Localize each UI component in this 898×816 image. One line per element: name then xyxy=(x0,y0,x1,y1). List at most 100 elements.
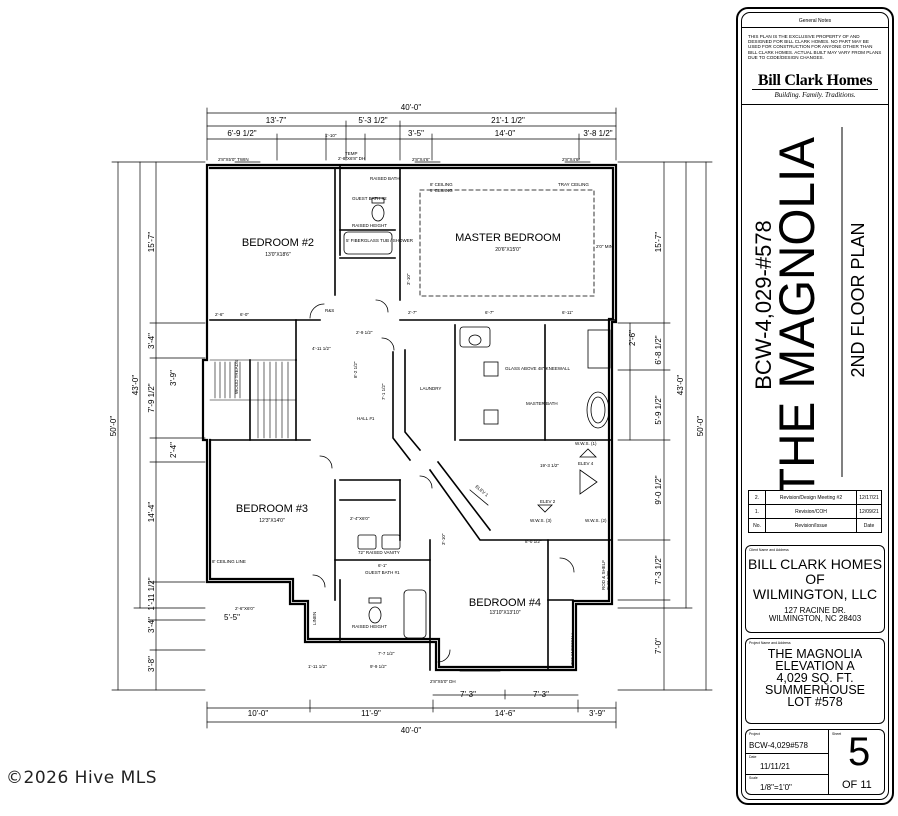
exterior-walls xyxy=(201,163,618,672)
table-row: 2. Revision/Design Meeting #2 12/17/21 xyxy=(748,490,882,505)
project-line3: 4,029 SQ. FT. xyxy=(776,671,854,685)
svg-text:LAUNDRY: LAUNDRY xyxy=(420,386,441,391)
svg-text:72" RAISED VANITY: 72" RAISED VANITY xyxy=(358,550,400,555)
svg-text:2'0" MIN.: 2'0" MIN. xyxy=(596,244,614,249)
svg-text:2'-8"X6'8" DH: 2'-8"X6'8" DH xyxy=(338,156,365,161)
svg-text:7'-0": 7'-0" xyxy=(654,638,663,654)
svg-text:MASTER BATH: MASTER BATH xyxy=(526,401,558,406)
bedroom4-size: 13'10"X13'10" xyxy=(489,610,520,616)
watermark: ©2026 Hive MLS xyxy=(6,768,158,788)
bedroom3-label: BEDROOM #3 xyxy=(236,503,308,515)
svg-text:2'-4": 2'-4" xyxy=(169,442,178,458)
sheet-title-rotated: BCW-4,029-#578 THE MAGNOLIA 2ND FLOOR PL… xyxy=(751,127,868,490)
svg-text:40'-0": 40'-0" xyxy=(401,103,422,112)
svg-text:10'-0": 10'-0" xyxy=(248,709,269,718)
revision-table: 2. Revision/Design Meeting #2 12/17/21 1… xyxy=(748,490,882,533)
svg-text:W.W.S. (2): W.W.S. (2) xyxy=(585,518,607,523)
svg-text:7'-7 1/2": 7'-7 1/2" xyxy=(378,651,395,656)
brand-underline xyxy=(752,89,878,90)
svg-text:2'-7": 2'-7" xyxy=(408,310,417,315)
svg-text:50'-0": 50'-0" xyxy=(696,416,705,437)
svg-text:3'-10": 3'-10" xyxy=(441,533,446,545)
svg-text:43'-0": 43'-0" xyxy=(131,375,140,396)
svg-text:14'-4": 14'-4" xyxy=(147,502,156,523)
svg-text:19'-3 1/2": 19'-3 1/2" xyxy=(540,463,559,468)
master-bedroom-size: 20'6"X15'0" xyxy=(495,247,521,253)
svg-text:ROD & SHELF: ROD & SHELF xyxy=(601,560,606,590)
sheet-total: OF 11 xyxy=(842,779,872,791)
svg-text:2'8"X4'6": 2'8"X4'6" xyxy=(412,157,430,162)
project-line2: ELEVATION A xyxy=(775,659,855,673)
svg-text:6'-0": 6'-0" xyxy=(240,312,249,317)
top-dimension-lines xyxy=(111,107,713,729)
svg-text:3'-8 1/2": 3'-8 1/2" xyxy=(583,129,612,138)
windows xyxy=(234,161,591,672)
tray-ceiling-outline xyxy=(419,189,595,297)
room-labels: BEDROOM #2 13'0"X18'6" MASTER BEDROOM 20… xyxy=(236,232,561,616)
svg-text:6'-11": 6'-11" xyxy=(562,310,574,315)
svg-text:6'-1": 6'-1" xyxy=(378,563,387,568)
svg-text:2'-6": 2'-6" xyxy=(215,312,224,317)
title-block-inner xyxy=(741,12,889,800)
sheet-date: 11/11/21 xyxy=(760,762,790,771)
svg-text:7'-3": 7'-3" xyxy=(460,690,476,699)
client-line3: WILMINGTON, LLC xyxy=(752,586,878,602)
dimension-labels: 40'-0" 13'-7" 5'-3 1/2" 21'-1 1/2" 6'-9 … xyxy=(109,103,705,735)
general-notes-title: General Notes xyxy=(798,18,832,24)
svg-text:3'-4": 3'-4" xyxy=(147,617,156,633)
svg-text:ELEV 4: ELEV 4 xyxy=(578,461,594,466)
sheet-scale: 1/8"=1'0" xyxy=(760,783,792,792)
brand-tagline: Building. Family. Traditions. xyxy=(774,91,856,99)
svg-text:6'-8 1/2": 6'-8 1/2" xyxy=(654,335,663,364)
svg-text:11'-9": 11'-9" xyxy=(361,709,381,718)
svg-text:14'-0": 14'-0" xyxy=(495,129,516,138)
svg-text:RAISED HEIGHT: RAISED HEIGHT xyxy=(352,624,387,629)
svg-text:6'-9 1/2": 6'-9 1/2" xyxy=(227,129,256,138)
svg-text:7'-3": 7'-3" xyxy=(533,690,549,699)
fixture-labels: GUEST BATH #2 RAISED HEIGHT 5' FIBERGLAS… xyxy=(212,151,614,684)
project-box: Project Name and Address THE MAGNOLIA EL… xyxy=(745,638,885,724)
svg-text:8'-2 1/2": 8'-2 1/2" xyxy=(353,361,358,378)
svg-text:21'-1 1/2": 21'-1 1/2" xyxy=(491,116,525,125)
svg-text:5'-9 1/2": 5'-9 1/2" xyxy=(654,395,663,424)
svg-text:4'-11 1/2": 4'-11 1/2" xyxy=(312,346,331,351)
svg-text:2'-4"X6'0": 2'-4"X6'0" xyxy=(350,516,370,521)
svg-text:14'-6": 14'-6" xyxy=(495,709,516,718)
svg-text:ELEV 2: ELEV 2 xyxy=(540,499,556,504)
sheet-number: 5 xyxy=(848,730,871,774)
svg-text:TEMP: TEMP xyxy=(345,151,358,156)
svg-text:6'-11 1/2": 6'-11 1/2" xyxy=(606,571,611,590)
svg-text:R&S: R&S xyxy=(325,308,334,313)
project-line5: LOT #578 xyxy=(787,695,843,709)
svg-text:WOOD TREADS: WOOD TREADS xyxy=(234,360,239,394)
svg-text:TRAY CEILING: TRAY CEILING xyxy=(558,182,589,187)
bedroom4-label: BEDROOM #4 xyxy=(469,597,541,609)
svg-text:5' FIBERGLASS TUB / SHOWER: 5' FIBERGLASS TUB / SHOWER xyxy=(346,238,414,243)
client-line2: OF xyxy=(805,571,825,587)
sheet-info-box: Project BCW-4,029#578 Date 11/11/21 Scal… xyxy=(745,729,885,795)
brand-logo-text: Bill Clark Homes xyxy=(757,72,873,89)
table-row: 1. Revision/COH 12/09/21 xyxy=(748,504,882,519)
svg-text:6'-7": 6'-7" xyxy=(485,310,494,315)
svg-text:8' CEILING: 8' CEILING xyxy=(430,182,453,187)
table-row: No. Revision/Issue Date xyxy=(748,518,882,533)
client-address1: 127 RACINE DR. xyxy=(784,606,846,615)
svg-text:9' CEILING: 9' CEILING xyxy=(430,188,453,193)
svg-text:3'-10": 3'-10" xyxy=(406,273,411,285)
bedroom3-size: 12'3"X14'0" xyxy=(259,518,285,524)
plan-name: THE MAGNOLIA xyxy=(769,136,825,490)
plan-code: BCW-4,029-#578 xyxy=(751,220,776,390)
client-address2: WILMINGTON, NC 28403 xyxy=(768,614,862,623)
project-number: BCW-4,029#578 xyxy=(749,741,808,750)
svg-text:2'8"X5'0" TWIN: 2'8"X5'0" TWIN xyxy=(218,157,249,162)
svg-text:3'-9": 3'-9" xyxy=(589,709,605,718)
general-notes-text: THIS PLAN IS THE EXCLUSIVE PROPERTY OF A… xyxy=(748,34,882,60)
svg-text:7'-9 1/2": 7'-9 1/2" xyxy=(147,383,156,412)
svg-text:3'-5": 3'-5" xyxy=(408,129,424,138)
sheet-title: 2ND FLOOR PLAN xyxy=(848,222,868,377)
svg-text:1'-11 1/2": 1'-11 1/2" xyxy=(147,577,156,610)
client-line1: BILL CLARK HOMES xyxy=(747,556,883,572)
svg-text:43'-0": 43'-0" xyxy=(676,375,685,396)
svg-text:8' CEILING LINE: 8' CEILING LINE xyxy=(212,559,246,564)
